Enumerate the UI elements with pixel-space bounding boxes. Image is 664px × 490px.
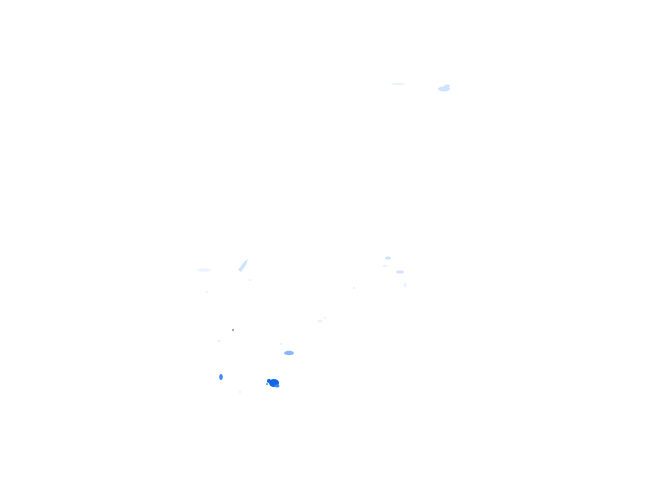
precipitation-echo bbox=[238, 390, 242, 394]
precipitation-echo bbox=[352, 286, 356, 290]
precipitation-echo bbox=[279, 342, 283, 346]
precipitation-echo bbox=[403, 282, 407, 288]
precipitation-echo bbox=[197, 268, 211, 272]
precipitation-echo bbox=[382, 264, 388, 268]
precipitation-echo bbox=[238, 259, 248, 272]
precipitation-echo-layer bbox=[197, 82, 450, 394]
precipitation-echo bbox=[317, 319, 323, 323]
precipitation-echo bbox=[274, 384, 280, 388]
precipitation-echo bbox=[284, 350, 294, 356]
precipitation-echo bbox=[217, 339, 221, 343]
precipitation-echo bbox=[205, 290, 209, 294]
precipitation-echo bbox=[391, 82, 405, 86]
precipitation-echo bbox=[324, 317, 326, 319]
precipitation-echo bbox=[385, 256, 404, 274]
precipitation-echo bbox=[219, 374, 223, 380]
precipitation-echo bbox=[248, 279, 252, 281]
precipitation-echo bbox=[232, 329, 268, 385]
precipitation-echo bbox=[438, 84, 450, 92]
